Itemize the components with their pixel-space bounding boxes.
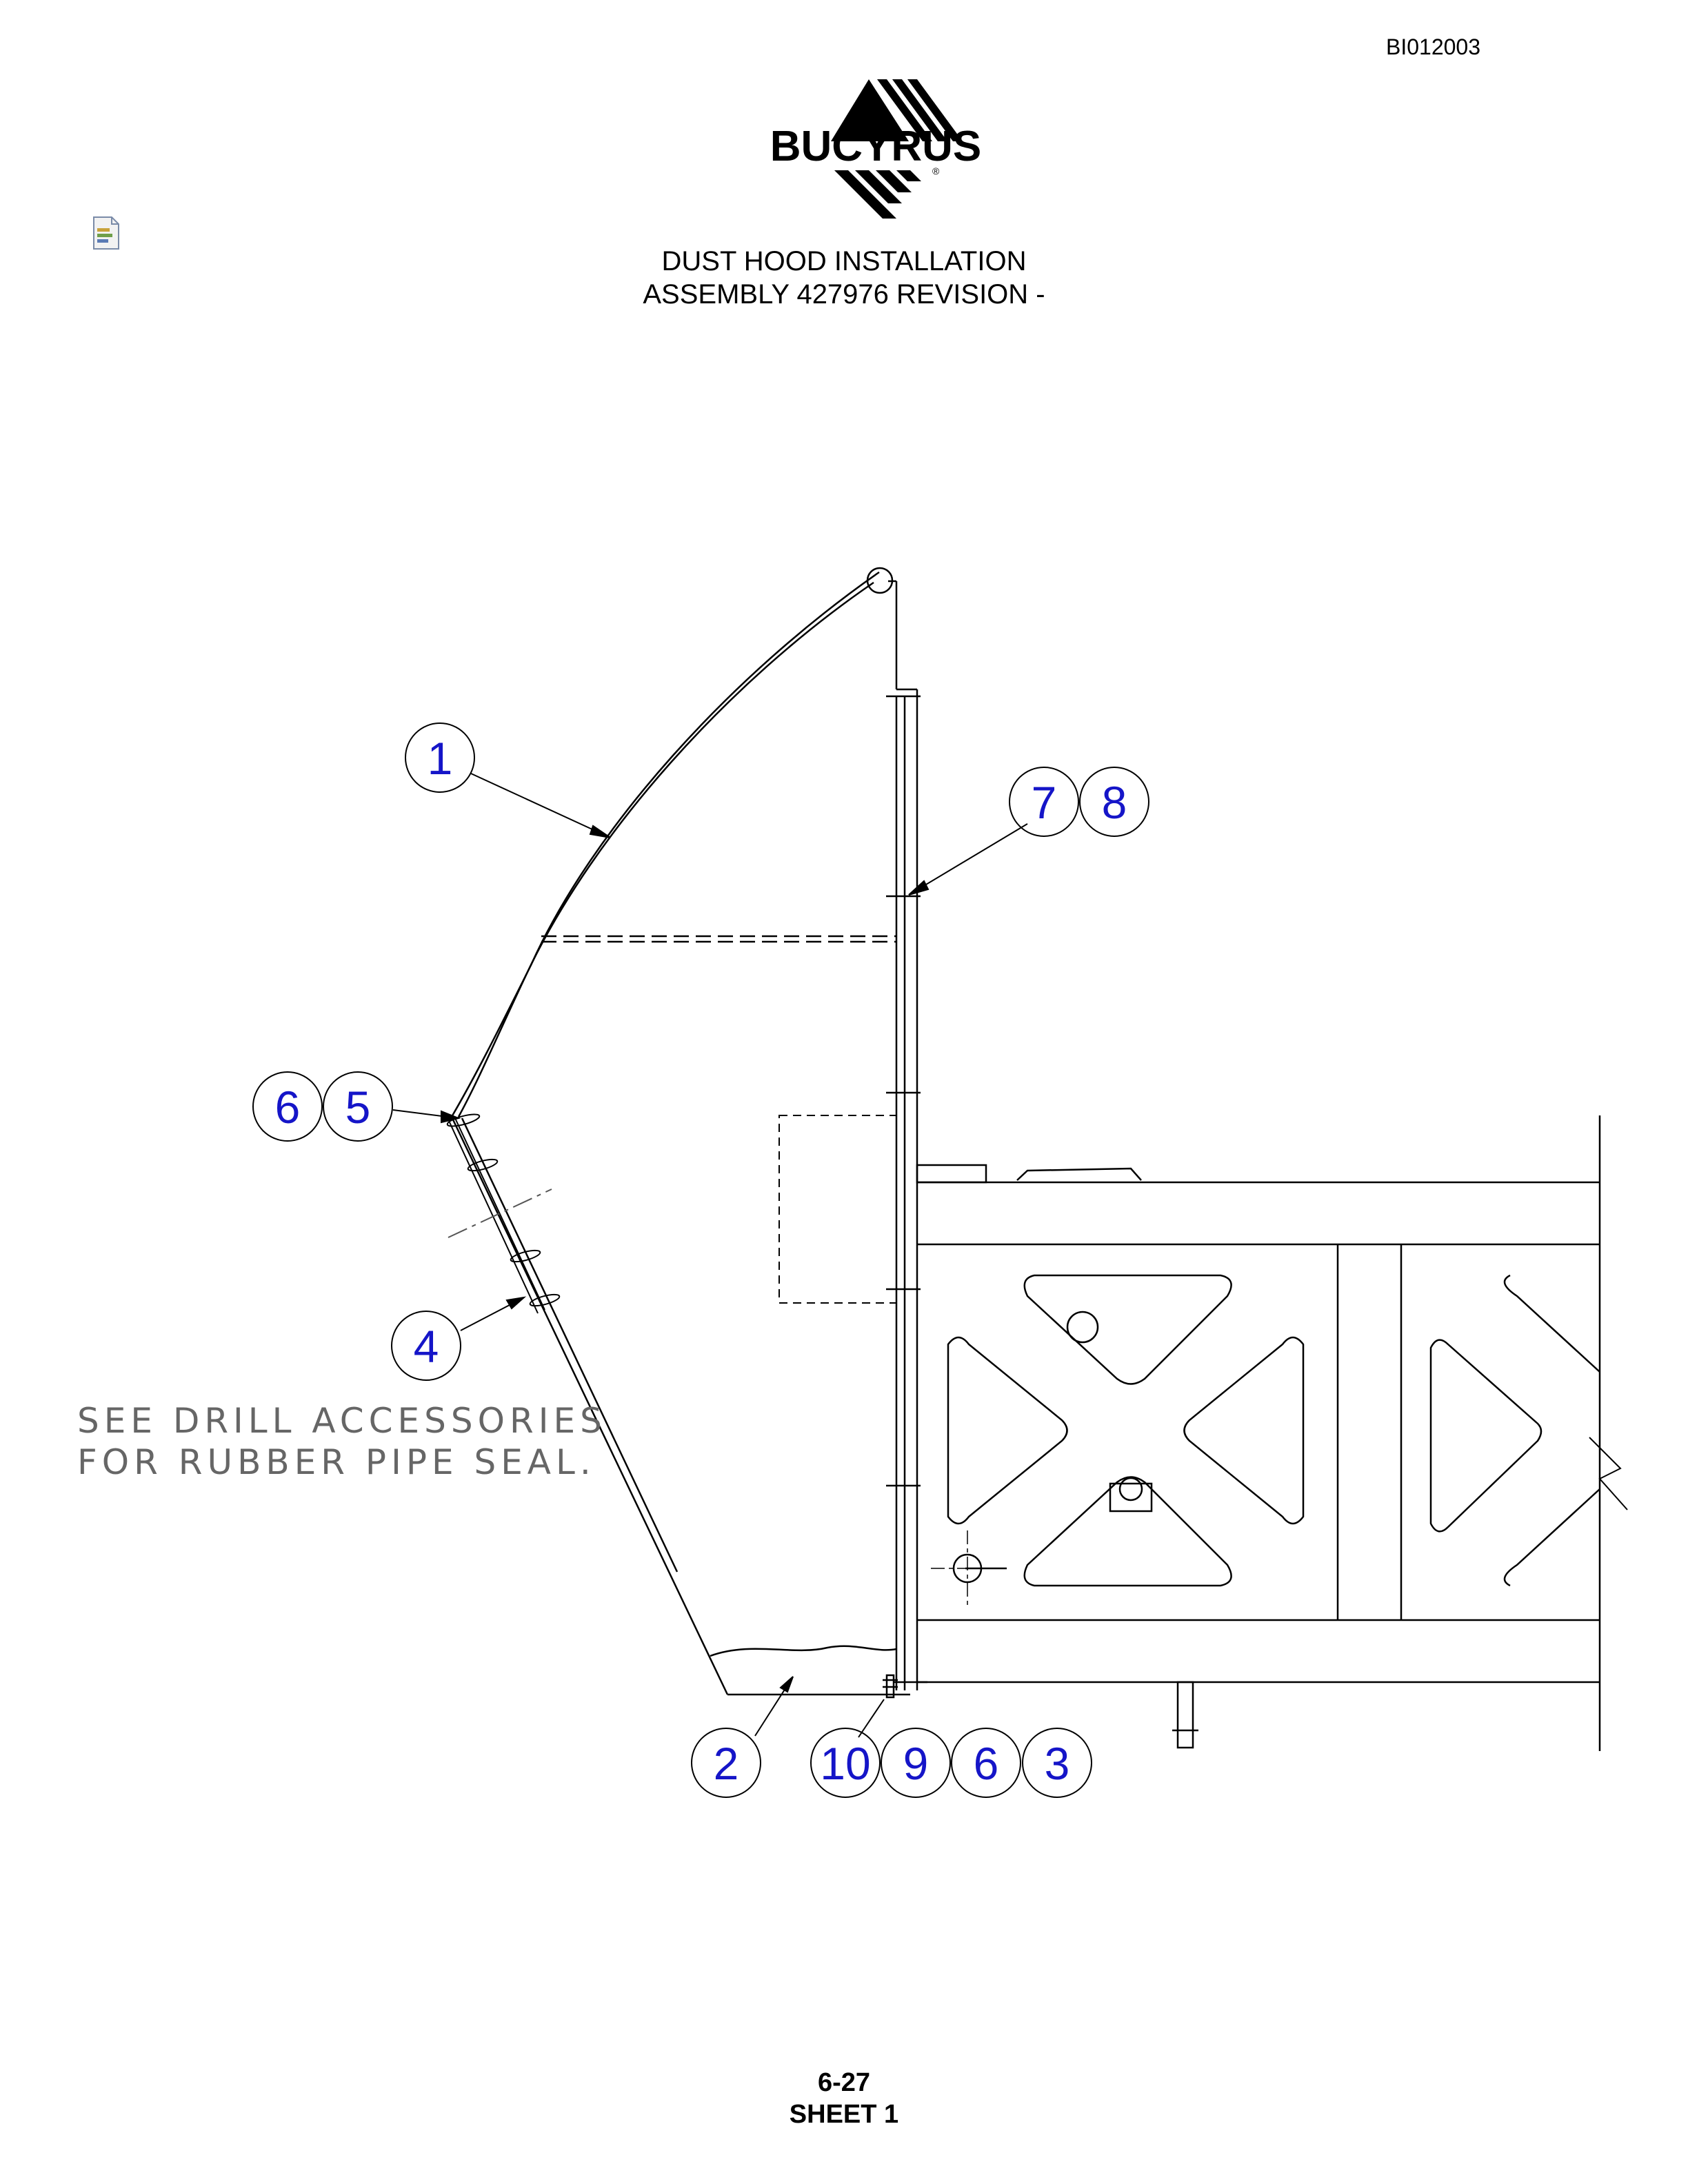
- drawing-title: DUST HOOD INSTALLATION ASSEMBLY 427976 R…: [0, 245, 1688, 311]
- svg-text:3: 3: [1045, 1738, 1070, 1789]
- pipe-seal-fasteners: [446, 1113, 561, 1314]
- leader-lines: [392, 773, 1028, 1738]
- sheet-label: SHEET 1: [789, 2100, 899, 2129]
- attachment-icon[interactable]: [91, 216, 121, 250]
- side-plate: [886, 581, 927, 1690]
- svg-text:1: 1: [428, 733, 453, 784]
- svg-text:5: 5: [345, 1082, 371, 1133]
- balloon-5[interactable]: 5: [323, 1071, 393, 1142]
- svg-text:6: 6: [974, 1738, 999, 1789]
- document-id: BI012003: [1386, 34, 1481, 59]
- page-number: 6-27: [817, 2068, 871, 2097]
- balloon-6-bottom[interactable]: 6: [951, 1728, 1021, 1798]
- svg-text:10: 10: [820, 1738, 870, 1789]
- svg-text:6: 6: [275, 1082, 301, 1133]
- balloon-7[interactable]: 7: [1009, 767, 1079, 837]
- logo-text: BUCYRUS: [770, 123, 982, 170]
- balloon-8[interactable]: 8: [1079, 767, 1149, 837]
- svg-text:®: ®: [932, 165, 940, 176]
- hood-outline: [450, 567, 910, 1696]
- note-line-1: SEE DRILL ACCESSORIES: [77, 1401, 607, 1441]
- balloon-9[interactable]: 9: [881, 1728, 951, 1798]
- balloon-2[interactable]: 2: [691, 1728, 761, 1798]
- svg-text:2: 2: [714, 1738, 739, 1789]
- balloon-4[interactable]: 4: [391, 1311, 461, 1381]
- hidden-box: [778, 1115, 897, 1304]
- title-line-2: ASSEMBLY 427976 REVISION -: [643, 279, 1045, 310]
- bucyrus-logo: BUCYRUS ®: [770, 79, 982, 219]
- item-balloons: 1 7 8 6 5 4 2 10: [252, 722, 1149, 1798]
- svg-text:9: 9: [903, 1738, 929, 1789]
- balloon-6[interactable]: 6: [252, 1071, 323, 1142]
- svg-text:7: 7: [1032, 777, 1057, 828]
- svg-text:4: 4: [414, 1321, 439, 1372]
- note-line-2: FOR RUBBER PIPE SEAL.: [77, 1442, 596, 1482]
- mast-frame: [883, 1115, 1628, 1751]
- title-line-1: DUST HOOD INSTALLATION: [661, 246, 1027, 276]
- svg-text:8: 8: [1102, 777, 1127, 828]
- balloon-10[interactable]: 10: [810, 1728, 881, 1798]
- balloon-3[interactable]: 3: [1022, 1728, 1092, 1798]
- balloon-1[interactable]: 1: [405, 722, 475, 793]
- page-footer: 6-27 SHEET 1: [0, 2067, 1688, 2130]
